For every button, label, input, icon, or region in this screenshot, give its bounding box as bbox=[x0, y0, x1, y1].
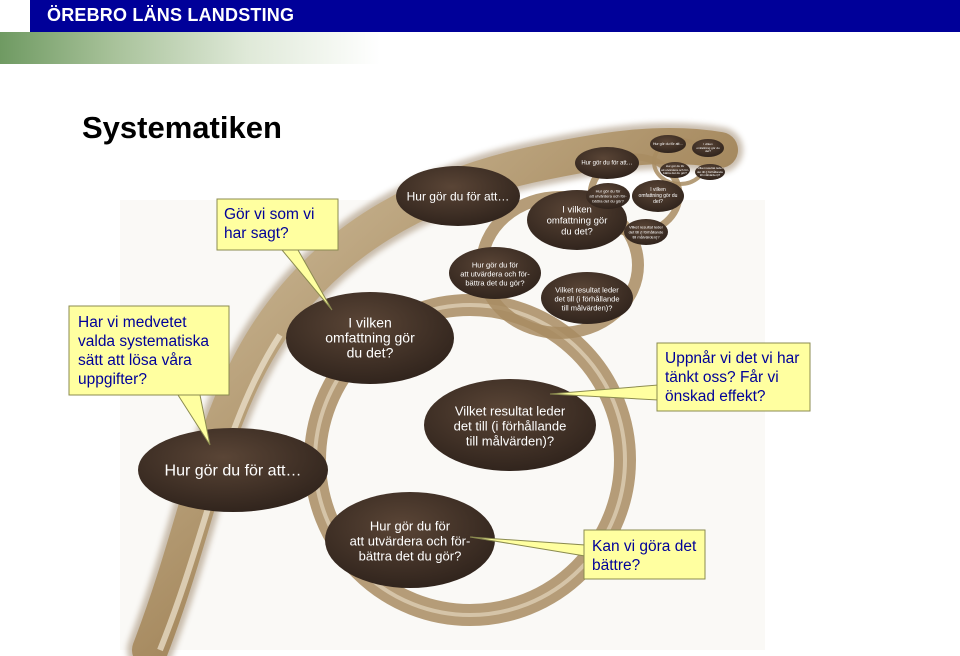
callout-box-har-vi bbox=[68, 305, 230, 396]
bubble-text-hur-utvardera-2: Hur gör du för att utvärdera och för- bä… bbox=[460, 260, 530, 288]
bubble-hur-utvardera-3 bbox=[586, 183, 630, 209]
bubble-text-hur-gor-du-3: Hur gör du för att… bbox=[581, 160, 633, 167]
bubble-text-hur-utvardera-3: Hur gör du för att utvärdera och för- bä… bbox=[589, 188, 627, 204]
callout-box-kan-vi bbox=[583, 529, 706, 580]
callout-box-gor-vi bbox=[216, 198, 339, 251]
bubble-text-hur-gor-du-2: Hur gör du för att… bbox=[406, 189, 510, 204]
bubble-text-i-vilken-3: I vilken omfattning gör du det? bbox=[638, 187, 678, 205]
bubble-text-i-vilken-2: I vilken omfattning gör du det? bbox=[546, 204, 608, 238]
bubble-text-vilket-resultat-2: Vilket resultat leder det till (i förhål… bbox=[554, 285, 620, 313]
bubble-text-vilket-resultat-1: Vilket resultat leder det till (i förhål… bbox=[453, 403, 567, 449]
bubble-i-vilken-4 bbox=[692, 139, 724, 157]
callout-text-gor-vi: Gör vi som vi har sagt? bbox=[224, 206, 315, 242]
bubble-vilket-resultat-2 bbox=[541, 272, 633, 324]
header-gradient bbox=[0, 32, 380, 64]
bubble-text-hur-gor-du-4: Hur gör du för att… bbox=[653, 142, 683, 146]
organization-name: ÖREBRO LÄNS LANDSTING bbox=[47, 5, 295, 25]
bubble-i-vilken-1 bbox=[286, 292, 454, 384]
callouts bbox=[68, 198, 811, 580]
bubble-text-hur-gor-du-1: Hur gör du för att… bbox=[164, 462, 302, 480]
page-title: Systematiken bbox=[82, 110, 282, 145]
bubble-hur-utvardera-2 bbox=[449, 247, 541, 299]
callout-text-kan-vi: Kan vi göra det bättre? bbox=[592, 538, 697, 574]
bubble-hur-gor-du-3 bbox=[575, 147, 639, 179]
bubble-text-vilket-resultat-4: Vilket resultat leder det till (i förhål… bbox=[696, 165, 724, 177]
bubble-text-hur-utvardera-4: Hur gör du för att utvärdera och för- bä… bbox=[661, 163, 689, 175]
callout-text-uppnar: Uppnår vi det vi har tänkt oss? Får vi ö… bbox=[665, 350, 800, 405]
bubble-vilket-resultat-4 bbox=[695, 164, 725, 180]
bubble-vilket-resultat-3 bbox=[624, 219, 668, 245]
bubble-vilket-resultat-1 bbox=[424, 379, 596, 471]
bubble-hur-gor-du-1 bbox=[138, 428, 328, 512]
bubble-hur-gor-du-4 bbox=[650, 135, 686, 153]
bubble-text-i-vilken-4: I vilken omfattning gör du det? bbox=[696, 141, 720, 153]
bubble-text-i-vilken-1: I vilken omfattning gör du det? bbox=[325, 314, 415, 361]
bubbles bbox=[138, 135, 725, 588]
callout-text-har-vi: Har vi medvetet valda systematiska sätt … bbox=[78, 314, 209, 388]
bubble-hur-gor-du-2 bbox=[396, 166, 520, 226]
bubble-hur-utvardera-4 bbox=[660, 162, 690, 178]
callout-box-uppnar bbox=[656, 342, 811, 412]
header-bar: ÖREBRO LÄNS LANDSTING bbox=[0, 0, 960, 32]
header-stub bbox=[0, 0, 30, 32]
bubble-i-vilken-3 bbox=[632, 180, 684, 212]
bubble-text-hur-utvardera-1: Hur gör du för att utvärdera och för- bä… bbox=[349, 518, 471, 564]
bubble-hur-utvardera-1 bbox=[325, 492, 495, 588]
bubble-text-vilket-resultat-3: Vilket resultat leder det till (i förhål… bbox=[628, 224, 664, 240]
